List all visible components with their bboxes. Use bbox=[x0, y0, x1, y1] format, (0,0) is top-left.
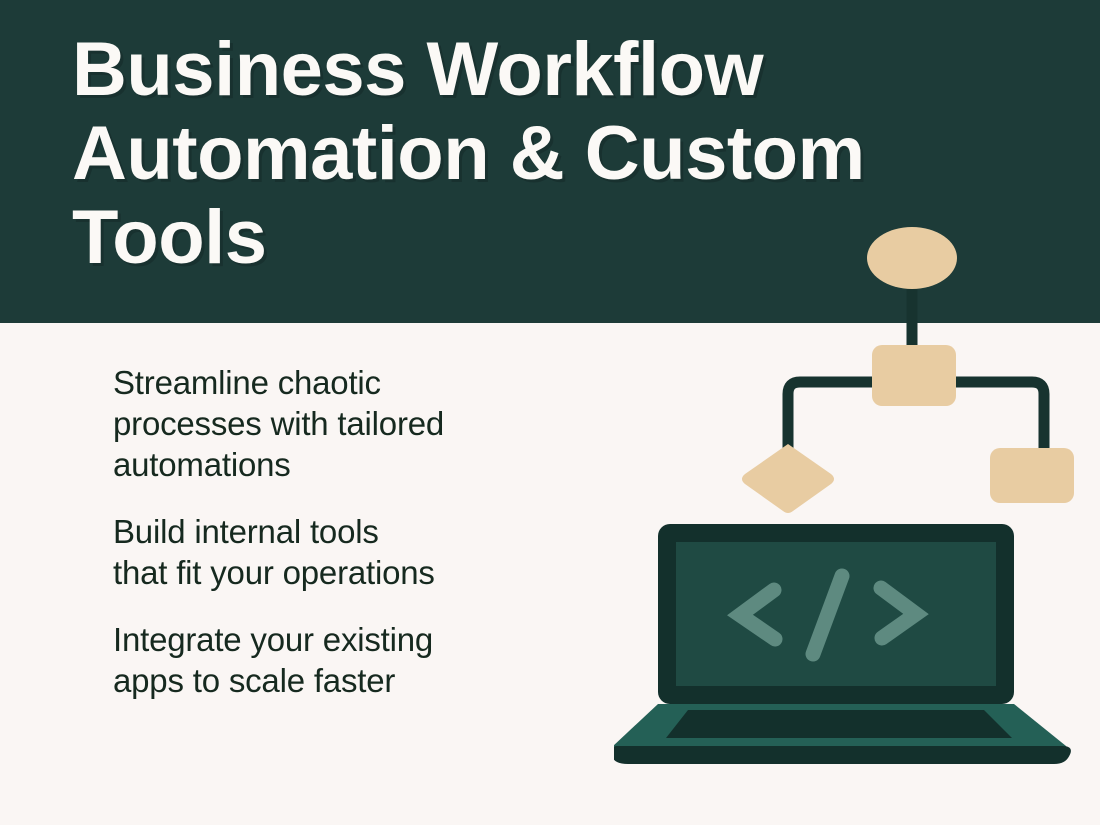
page-title: Business Workflow Automation & Custom To… bbox=[72, 27, 865, 280]
benefit-item-streamline: Streamline chaotic processes with tailor… bbox=[113, 364, 445, 483]
connector-process-to-decision bbox=[782, 376, 878, 456]
flowchart-start-node bbox=[867, 227, 957, 289]
connector-process-to-end bbox=[950, 376, 1050, 458]
laptop-keyboard-inset bbox=[666, 710, 1012, 738]
flowchart-end-node bbox=[990, 448, 1074, 503]
benefit-item-integrate: Integrate your existing apps to scale fa… bbox=[113, 621, 434, 699]
workflow-flowchart bbox=[736, 212, 1100, 522]
benefit-list: Streamline chaotic processes with tailor… bbox=[113, 362, 633, 701]
laptop-illustration bbox=[614, 518, 1084, 770]
laptop-front-lip bbox=[614, 746, 1071, 764]
flowchart-process-node bbox=[872, 345, 956, 406]
flowchart-decision-node bbox=[742, 444, 834, 513]
laptop-screen bbox=[676, 542, 996, 686]
benefit-item-internal-tools: Build internal tools that fit your opera… bbox=[113, 513, 435, 591]
code-glyph-icon bbox=[727, 568, 929, 662]
